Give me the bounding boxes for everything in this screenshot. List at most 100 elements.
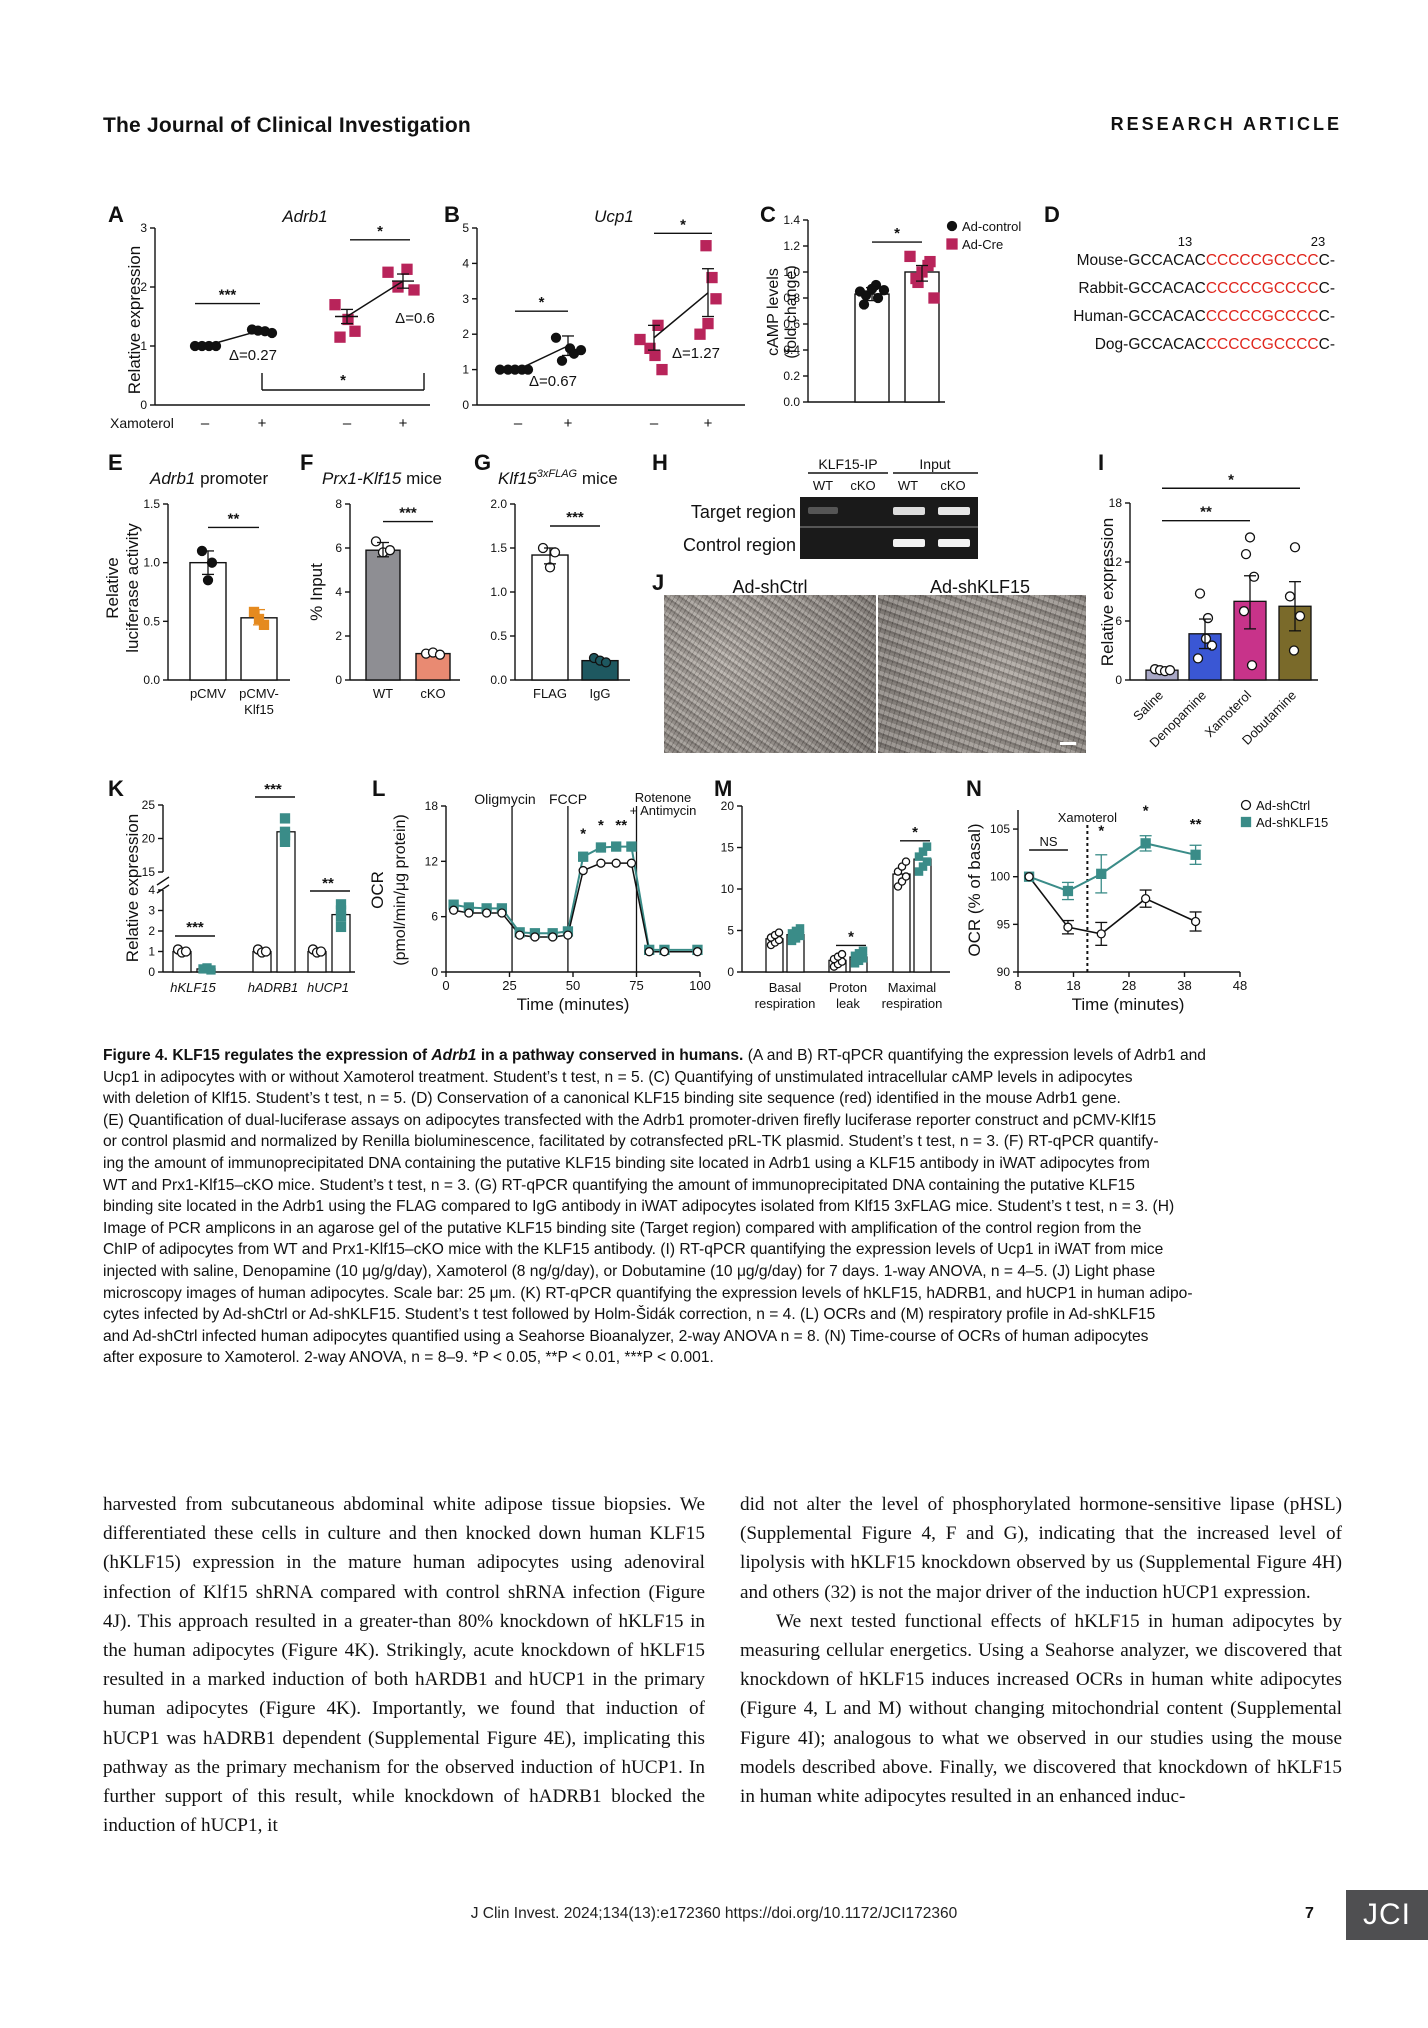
data-point-shctrl [596,858,606,868]
data-point [1238,606,1250,617]
y-tick-label: 3 [140,221,147,235]
sequence-motif: CCCCCGCCCC [1206,252,1319,269]
legend-marker [1240,816,1252,828]
data-point-shctrl [464,908,474,918]
data-point [1244,532,1256,543]
figure-caption: Figure 4. KLF15 regulates the expression… [103,1045,1343,1369]
y-tick-label: 1 [148,945,155,959]
bar-shctrl [892,873,911,973]
series-line-control [204,329,263,347]
sequence-prefix: Mouse-GCCACAC [1077,252,1206,269]
data-point-shctrl [515,930,525,940]
data-point-cre [342,313,354,326]
caption-line: Image of PCR amplicons in an agarose gel… [103,1219,1142,1237]
data-point-shklf15 [611,841,622,852]
caption-line: ChIP of adipocytes from WT and Prx1-Klf1… [103,1241,1164,1259]
delta-label: Δ=1.27 [672,345,720,362]
data-point-shklf15 [279,813,291,824]
x-tick-label: + [564,415,573,432]
chart-title: Prx1-Klf15 mice [322,469,442,488]
legend-label: Ad-shKLF15 [1256,815,1328,830]
gel-group-label: Input [919,456,950,472]
data-point [1194,588,1206,599]
sequence-row: Human-GCCACACCCCCCGCCCCC- [1073,308,1335,325]
gel-lane-label: WT [813,478,833,493]
x-axis-label: Time (minutes) [1072,995,1185,1014]
microscopy-image-shctrl [664,595,876,753]
y-tick-label: 2 [335,629,342,643]
caption-line: (A and B) RT-qPCR quantifying the expres… [743,1047,1206,1064]
data-point-cre [329,299,341,311]
panel-letter-l: L [372,776,385,801]
injection-label: Xamoterol [1058,810,1117,825]
data-point [1240,548,1252,560]
y-tick-label: 2 [148,924,155,938]
caption-line: and Ad-shCtrl infected human adipocytes … [103,1327,1149,1345]
significance-label: * [1098,823,1104,840]
x-tick-label: 38 [1177,978,1191,993]
x-tick-label: 75 [629,978,643,993]
significance-label: ** [1190,816,1202,833]
axis-break [156,884,170,894]
data-point [1206,640,1218,651]
y-axis-label: Relative [103,557,122,618]
data-point-shklf15 [1096,868,1107,879]
sequence-suffix: C- [1319,280,1335,297]
y-tick-label: 15 [721,841,735,855]
x-tick-label: IgG [590,686,611,701]
title-italic: Klf15 [498,469,537,488]
image-label: Ad-shCtrl [732,577,807,597]
sequence-motif: CCCCCGCCCC [1206,308,1319,325]
y-tick-label: 0 [335,673,342,687]
data-point [1192,653,1204,664]
data-point-cre [928,292,940,304]
legend-label: Ad-Cre [962,237,1003,252]
y-tick-label: 0 [727,965,734,979]
significance-label: ** [615,817,627,834]
caption-line: or control plasmid and normalized by Ren… [103,1133,1159,1151]
legend-label: Ad-control [962,219,1021,234]
panel-letter-b: B [444,202,460,227]
y-tick-label: 2 [462,327,469,341]
data-point-shctrl [659,947,670,957]
data-point [1164,665,1176,676]
y-axis-label: Relative expression [123,814,142,962]
y-tick-label: 0.5 [490,629,507,643]
data-point-shctrl [644,947,654,957]
x-tick-label: – [514,415,523,432]
x-tick-label: leak [836,996,860,1011]
significance-label: * [1228,471,1234,488]
y-tick-label: 18 [1109,496,1123,510]
data-point-shklf15 [626,841,637,852]
x-tick-label: + [704,415,713,432]
ns-label: NS [1039,834,1057,849]
significance-label: ** [322,875,334,892]
y-tick-label: 1.2 [783,239,800,253]
caption-line: with deletion of Klf15. Student’s t test… [103,1090,1121,1108]
x-tick-label: pCMV [190,686,226,701]
significance-label: * [539,294,545,311]
x-tick-label: 0 [442,978,449,993]
delta-label: Δ=0.67 [529,373,577,390]
caption-title: Figure 4. KLF15 regulates the expression… [103,1047,744,1064]
data-point [384,545,396,556]
caption-line: (E) Quantification of dual-luciferase as… [103,1111,1157,1129]
bar-flag [531,554,569,681]
x-tick-label: FLAG [533,686,567,701]
x-tick-label: 18 [1066,978,1080,993]
chart-title: Adrb1 [281,207,327,226]
data-point-cre [924,255,936,268]
panel-letter-c: C [760,202,776,227]
x-tick-label: – [650,415,659,432]
data-point-cre [700,240,712,252]
data-point-cre [710,293,722,305]
bar-shklf15 [913,858,932,973]
data-point [434,649,446,660]
x-axis-label: Time (minutes) [517,995,630,1014]
significance-label: * [894,225,900,242]
x-tick-label: cKO [420,686,445,701]
data-point-cre [694,328,706,340]
x-tick-label: + [399,415,408,432]
gel-lane-label: cKO [940,478,965,493]
gel-band [938,539,970,547]
